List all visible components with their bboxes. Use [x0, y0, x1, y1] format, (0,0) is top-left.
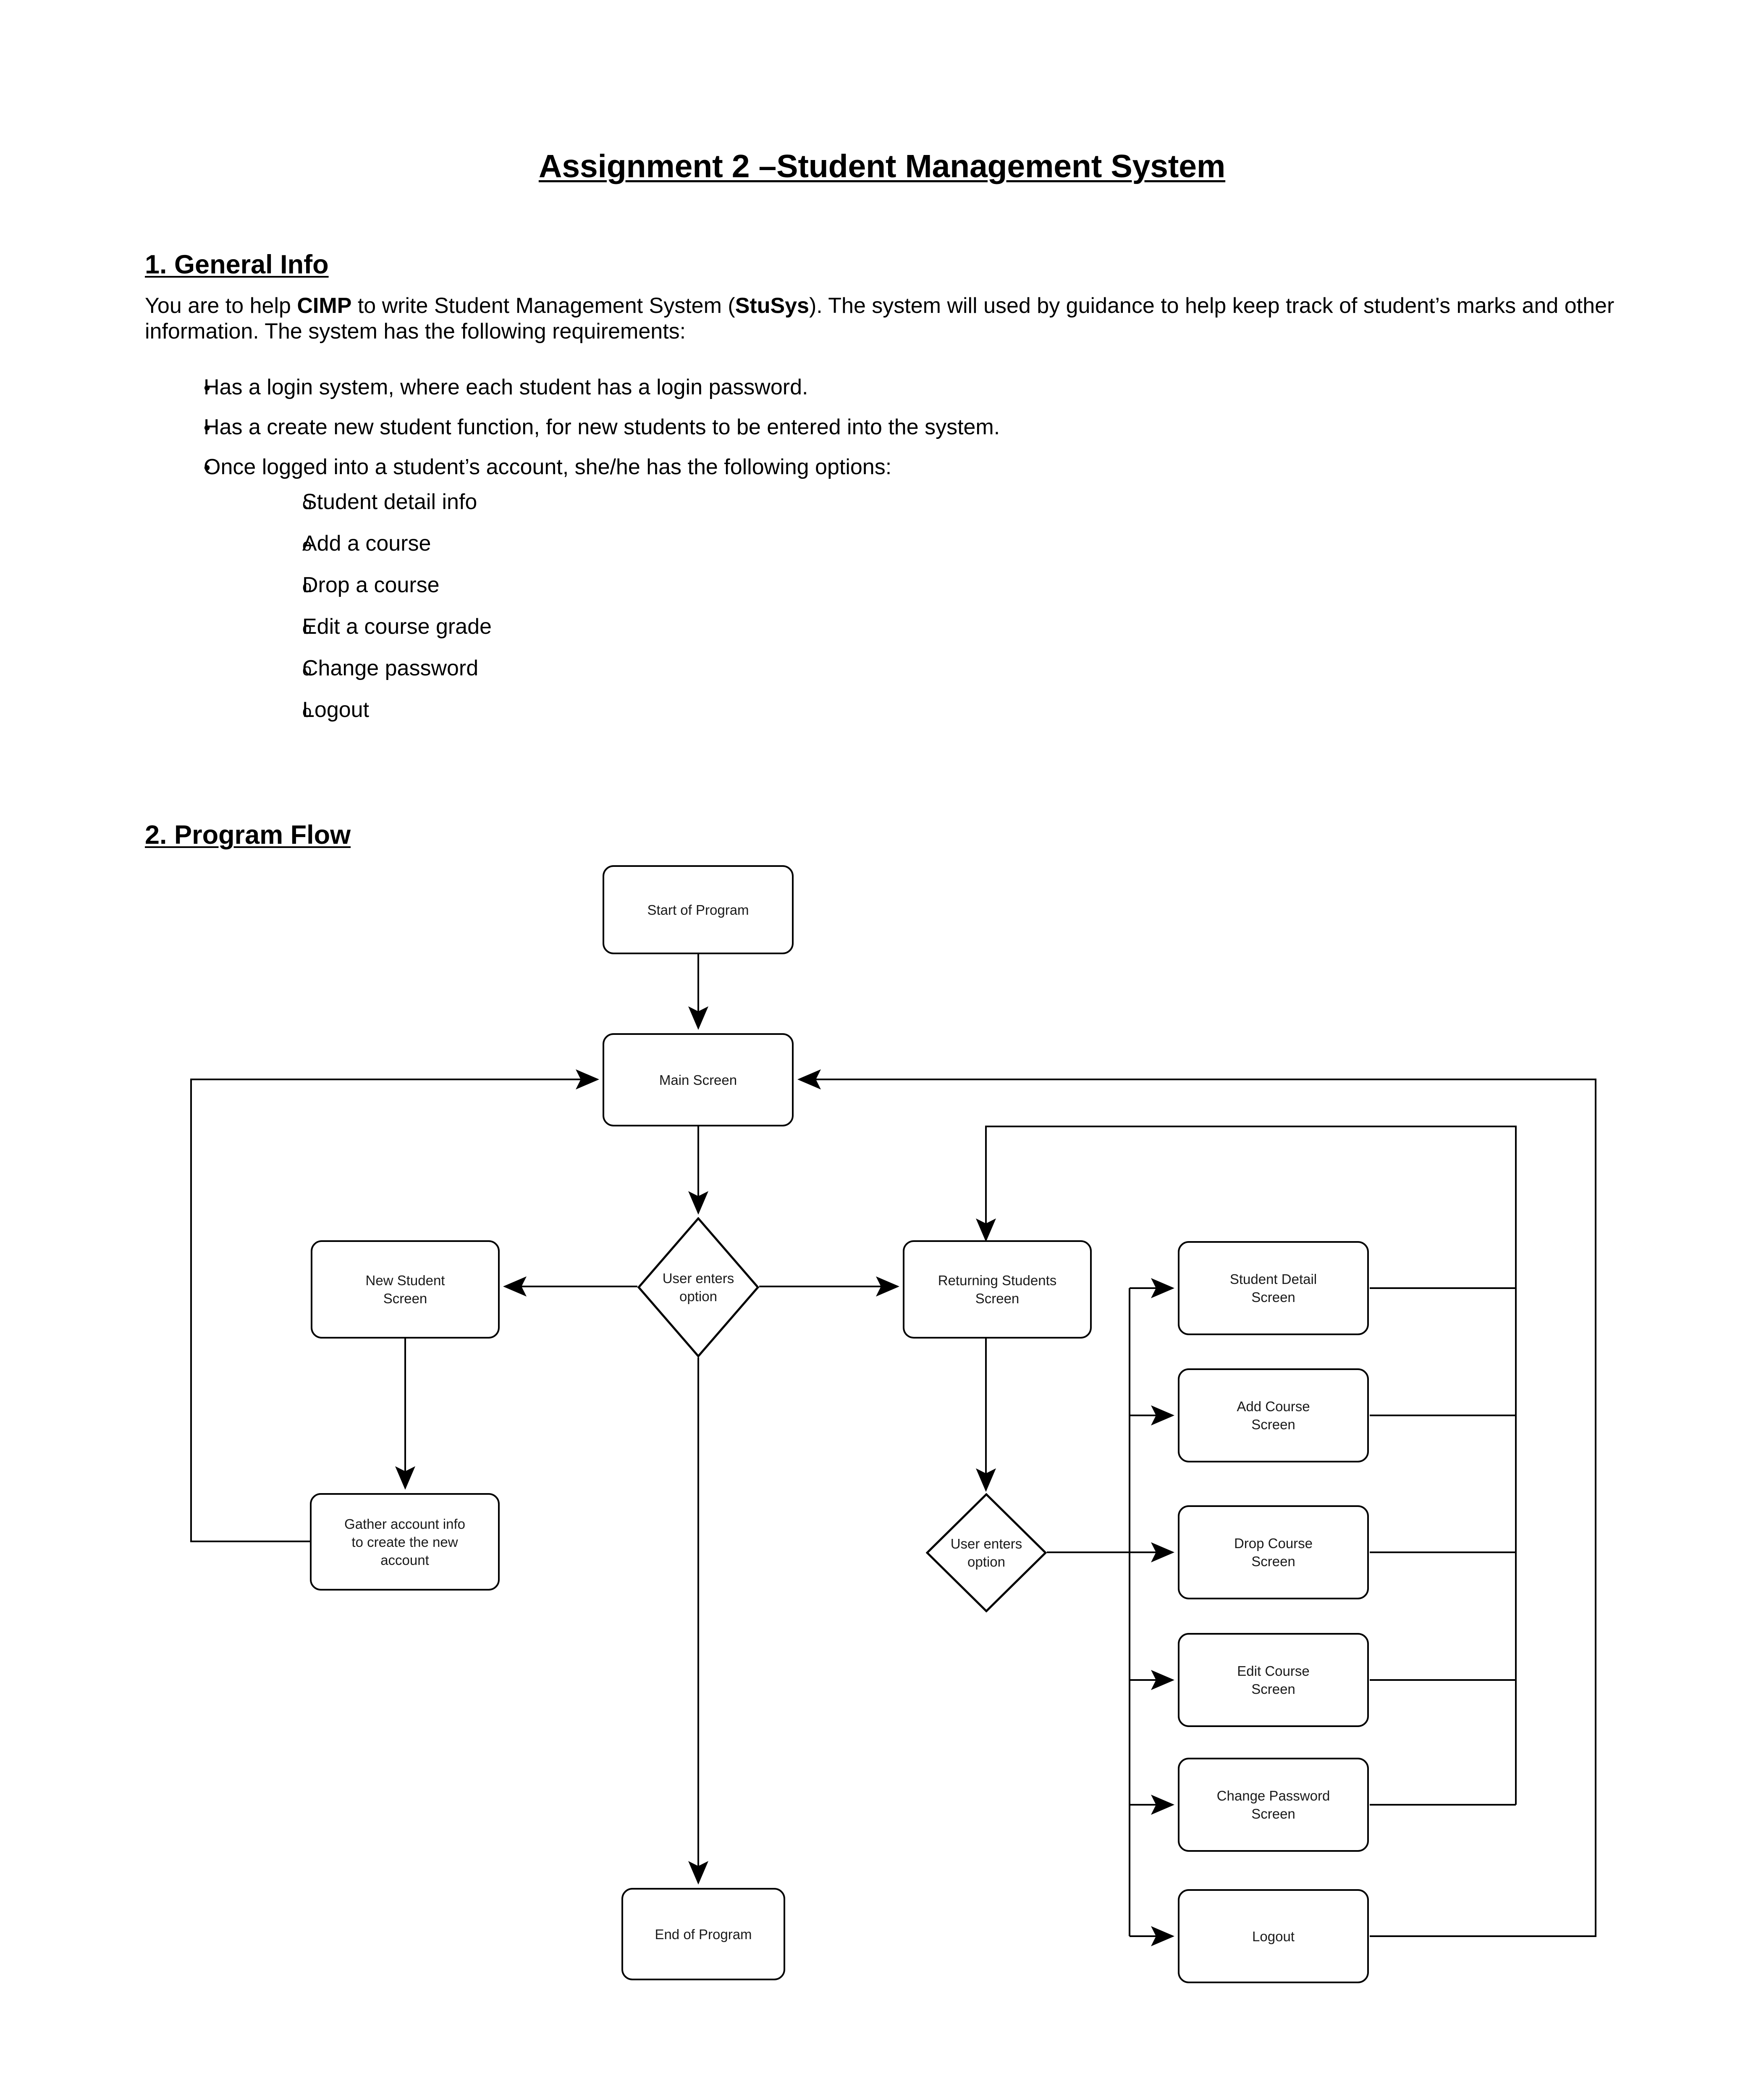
circle-bullet-icon: o — [302, 661, 312, 679]
flow-node-label: Logout — [1252, 1928, 1295, 1944]
list-item-label: Student detail info — [302, 490, 477, 514]
list-item-label: Logout — [302, 698, 370, 722]
flow-node-label-group: User enters option — [663, 1269, 734, 1305]
requirements-list: • Has a login system, where each student… — [145, 375, 1573, 739]
circle-bullet-icon: o — [302, 578, 312, 596]
flow-node-start-of-program[interactable]: Start of Program — [603, 865, 794, 954]
flow-node-label: Screen — [1251, 1289, 1295, 1305]
flow-node-label: Screen — [975, 1291, 1020, 1306]
list-item: o Student detail info — [250, 489, 1573, 517]
flow-node-label: Add Course — [1237, 1399, 1310, 1414]
list-item-label: Has a create new student function, for n… — [204, 415, 1000, 439]
section-heading-general-info-text: 1. General Info — [145, 250, 329, 279]
flow-node-label: End of Program — [655, 1926, 752, 1942]
flow-node-label: option — [967, 1554, 1005, 1570]
intro-text-2: to write Student Management System ( — [351, 294, 735, 318]
flow-node-label: Gather account info — [344, 1516, 465, 1532]
section-heading-program-flow-text: 2. Program Flow — [145, 820, 351, 850]
flow-node-label: Screen — [383, 1291, 427, 1306]
flow-node-edit-course-screen[interactable]: Edit Course Screen — [1178, 1633, 1369, 1727]
section-heading-program-flow: 2. Program Flow — [145, 820, 351, 850]
intro-text-3: ). The system will used by guidance to h… — [145, 294, 1615, 344]
flow-node-label: option — [679, 1289, 717, 1304]
flow-node-label-group: User enters option — [951, 1535, 1022, 1571]
flow-node-label: Student Detail — [1229, 1271, 1317, 1287]
page-title: Assignment 2 –Student Management System — [0, 148, 1764, 185]
list-item-label: Has a login system, where each student h… — [204, 375, 808, 399]
intro-text-1: You are to help — [145, 294, 297, 318]
flow-node-decision-user-enters-option-2[interactable]: User enters option — [926, 1493, 1047, 1612]
flow-node-returning-students-screen[interactable]: Returning Students Screen — [903, 1240, 1092, 1339]
flow-node-label: User enters — [662, 1270, 734, 1286]
flow-node-end-of-program[interactable]: End of Program — [621, 1888, 785, 1980]
intro-bold-stusys: StuSys — [735, 294, 809, 318]
flow-node-label: Drop Course — [1234, 1536, 1313, 1551]
list-item: • Has a create new student function, for… — [145, 415, 1573, 441]
list-item: • Has a login system, where each student… — [145, 375, 1573, 401]
list-item: • Once logged into a student’s account, … — [145, 454, 1573, 480]
bullet-icon: • — [204, 377, 211, 399]
page-title-text: Assignment 2 –Student Management System — [538, 148, 1226, 184]
list-item-label: Once logged into a student’s account, sh… — [204, 455, 892, 479]
flow-node-new-student-screen[interactable]: New Student Screen — [311, 1240, 500, 1339]
list-item-label: Add a course — [302, 531, 431, 556]
intro-bold-cimp: CIMP — [297, 294, 352, 318]
section-heading-general-info: 1. General Info — [145, 249, 329, 280]
flow-node-label: Start of Program — [647, 902, 749, 918]
flow-node-decision-user-enters-option-1[interactable]: User enters option — [637, 1217, 759, 1357]
flow-node-logout[interactable]: Logout — [1178, 1889, 1369, 1983]
circle-bullet-icon: o — [302, 619, 312, 638]
flow-node-label: account — [380, 1552, 429, 1568]
flow-node-student-detail-screen[interactable]: Student Detail Screen — [1178, 1241, 1369, 1335]
flow-node-label: New Student — [365, 1273, 445, 1288]
circle-bullet-icon: o — [302, 536, 312, 554]
list-item: o Edit a course grade — [250, 614, 1573, 641]
circle-bullet-icon: o — [302, 702, 312, 721]
flow-node-label: Change Password — [1216, 1788, 1330, 1803]
bullet-icon: • — [204, 417, 211, 438]
flow-node-gather-account-info[interactable]: Gather account info to create the new ac… — [310, 1493, 500, 1591]
flow-node-drop-course-screen[interactable]: Drop Course Screen — [1178, 1505, 1369, 1599]
flow-node-label: Screen — [1251, 1417, 1295, 1432]
flow-node-label: Screen — [1251, 1554, 1295, 1569]
flow-node-label: to create the new — [351, 1534, 458, 1550]
circle-bullet-icon: o — [302, 494, 312, 513]
bullet-icon: • — [204, 457, 211, 478]
options-sublist: o Student detail info o Add a course o D… — [250, 489, 1573, 724]
general-info-paragraph: You are to help CIMP to write Student Ma… — [145, 293, 1623, 344]
list-item-label: Drop a course — [302, 573, 440, 597]
list-item: o Drop a course — [250, 572, 1573, 600]
list-item: o Change password — [250, 656, 1573, 683]
list-item-label: Change password — [302, 656, 479, 680]
list-item: o Add a course — [250, 531, 1573, 558]
flow-node-label: Screen — [1251, 1806, 1295, 1822]
diamond-shape-icon — [637, 1217, 759, 1357]
flow-node-label: Screen — [1251, 1681, 1295, 1697]
flow-node-add-course-screen[interactable]: Add Course Screen — [1178, 1368, 1369, 1462]
list-item-label: Edit a course grade — [302, 614, 492, 639]
flow-node-change-password-screen[interactable]: Change Password Screen — [1178, 1758, 1369, 1852]
flow-node-label: Returning Students — [938, 1273, 1057, 1288]
list-item: o Logout — [250, 697, 1573, 724]
flow-node-main-screen[interactable]: Main Screen — [603, 1033, 794, 1126]
flow-node-label: User enters — [950, 1536, 1022, 1551]
flow-node-label: Main Screen — [659, 1072, 737, 1088]
flow-node-label: Edit Course — [1237, 1663, 1310, 1679]
